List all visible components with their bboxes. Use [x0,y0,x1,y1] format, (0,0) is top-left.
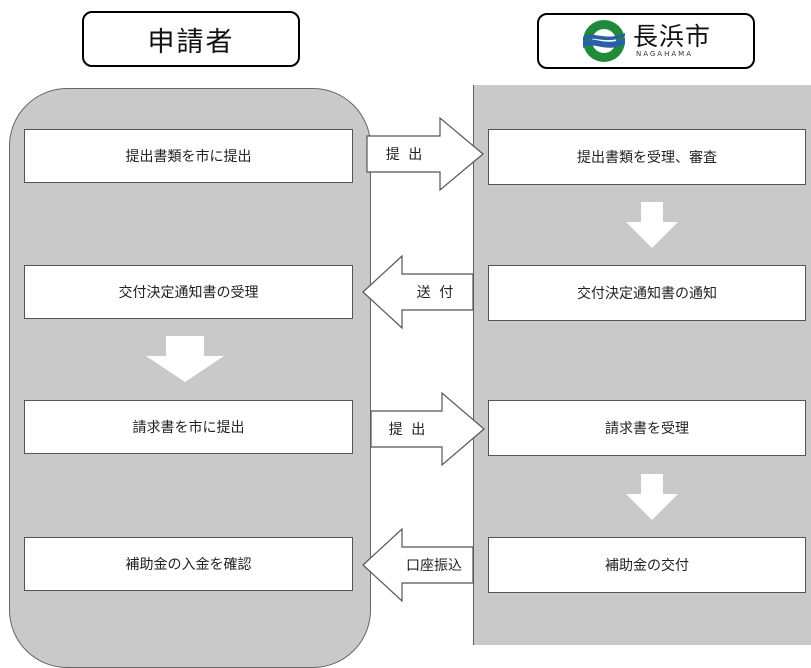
applicant-step-label: 交付決定通知書の受理 [118,285,259,301]
city-down-arrow-1 [626,202,678,248]
city-romaji: NAGAHAMA [635,50,693,58]
city-step-receive-invoice: 請求書を受理 [488,400,806,456]
city-header: 長浜市 NAGAHAMA [537,13,755,69]
applicant-step-label: 請求書を市に提出 [132,420,245,436]
city-emblem-icon [582,20,625,62]
transfer-label-submit: 提 出 [385,147,425,163]
city-step-pay-subsidy: 補助金の交付 [488,537,806,593]
city-step-label: 補助金の交付 [605,558,689,574]
invoice-right-arrow [370,391,485,467]
applicant-step-label: 提出書類を市に提出 [125,149,252,165]
city-name: 長浜市 [632,22,711,51]
submit-right-arrow [366,116,484,192]
transfer-label-send: 送 付 [416,285,456,301]
send-left-arrow [362,254,474,330]
applicant-step-submit-documents: 提出書類を市に提出 [24,129,353,183]
applicant-step-label: 補助金の入金を確認 [125,557,252,573]
applicant-step-confirm-payment: 補助金の入金を確認 [24,537,353,591]
city-step-send-notice: 交付決定通知書の通知 [488,265,806,321]
transfer-label-invoice: 提 出 [388,422,428,438]
transfer-label-bank: 口座振込 [406,558,462,574]
applicant-header-label: 申請者 [147,26,235,58]
city-step-review-documents: 提出書類を受理、審査 [488,129,806,185]
city-down-arrow-2 [626,474,678,520]
applicant-step-receive-notice: 交付決定通知書の受理 [24,265,353,319]
applicant-down-arrow [146,336,224,382]
transfer-left-arrow [362,527,474,603]
city-logo: 長浜市 NAGAHAMA [581,18,711,64]
applicant-header: 申請者 [82,11,300,67]
city-step-label: 交付決定通知書の通知 [577,286,717,302]
applicant-step-submit-invoice: 請求書を市に提出 [24,400,353,454]
city-step-label: 請求書を受理 [605,421,689,437]
city-step-label: 提出書類を受理、審査 [577,150,717,166]
